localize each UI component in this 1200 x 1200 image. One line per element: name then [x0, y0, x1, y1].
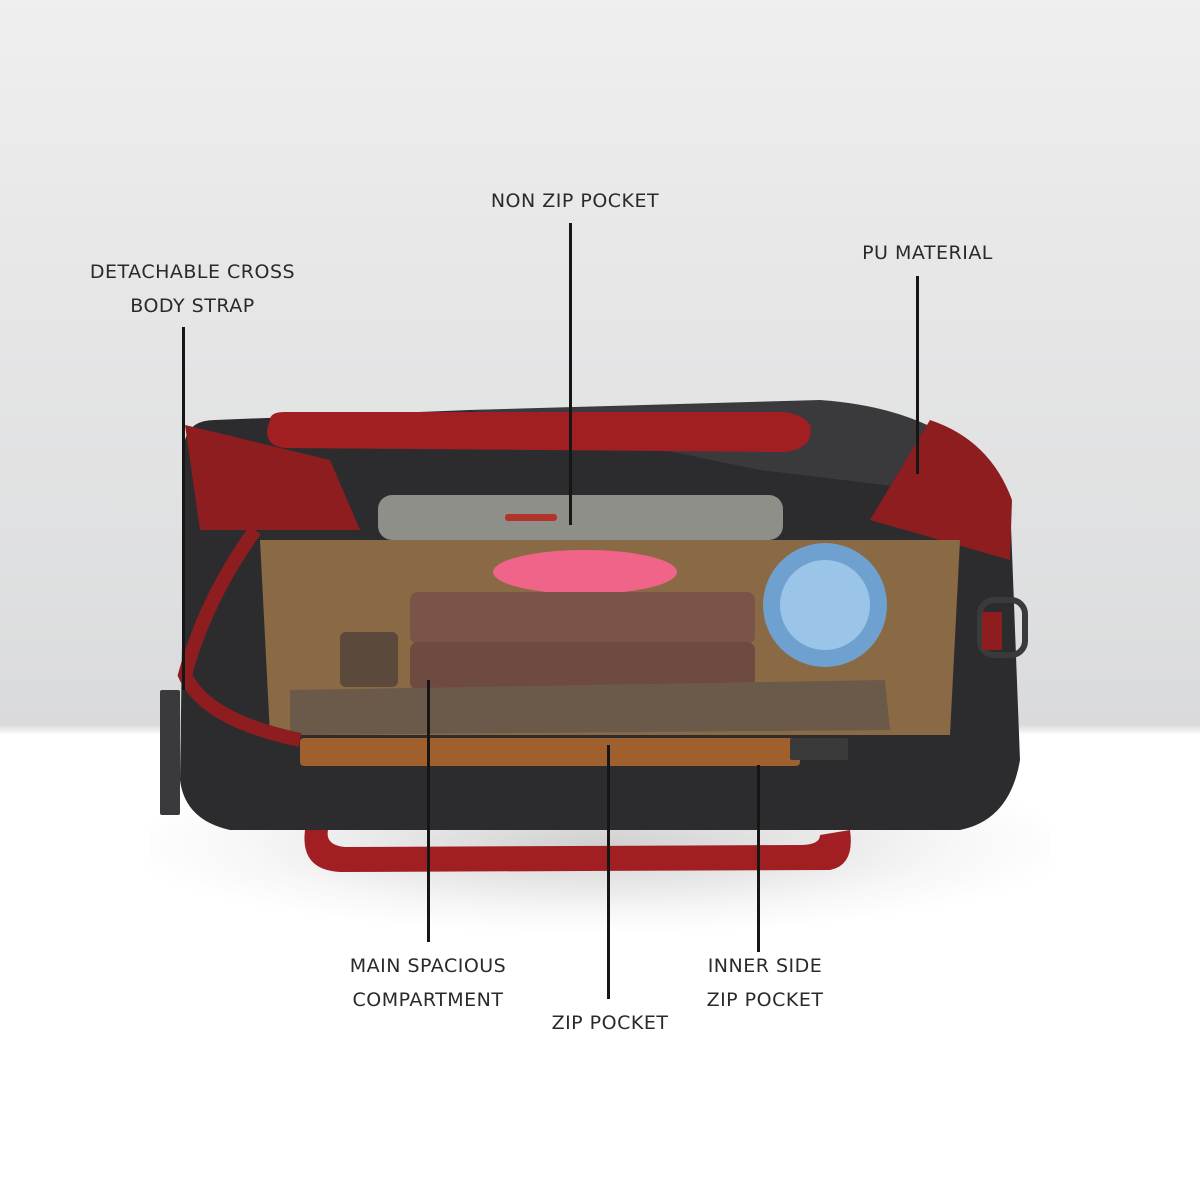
label-line: PU MATERIAL	[862, 242, 993, 264]
leader-line	[427, 680, 430, 942]
label-line: ZIP POCKET	[706, 989, 824, 1011]
label-line: DETACHABLE CROSS	[89, 261, 296, 283]
label-pu-material: PU MATERIAL	[800, 236, 1055, 270]
right-trim	[870, 420, 1012, 560]
bottle-cap-inner	[780, 560, 870, 650]
pouch-bottom	[410, 642, 755, 690]
label-line: ZIP POCKET	[551, 1012, 669, 1034]
zip-puller	[790, 738, 848, 760]
phone	[378, 495, 783, 540]
label-line: NON ZIP POCKET	[490, 190, 660, 212]
cork-board	[290, 680, 890, 735]
strap-ring-right	[977, 597, 1028, 658]
leader-line	[757, 765, 760, 952]
pink-tape	[493, 550, 677, 594]
zip-tag	[160, 690, 180, 815]
pouch-top	[410, 592, 755, 644]
label-non-zip-pocket: NON ZIP POCKET	[430, 184, 720, 218]
leader-line	[569, 223, 572, 525]
label-line: BODY STRAP	[130, 295, 255, 317]
label-inner-side-zip-pocket: INNER SIDE ZIP POCKET	[655, 949, 875, 1017]
leader-line	[182, 327, 185, 690]
label-zip-pocket: ZIP POCKET	[500, 1006, 720, 1040]
zip-pocket-strip	[300, 738, 800, 766]
phone-button	[505, 514, 557, 521]
strap-tab-right	[982, 612, 1002, 650]
bottom-handle	[304, 830, 851, 872]
left-zipper	[177, 525, 302, 747]
label-main-compartment: MAIN SPACIOUS COMPARTMENT	[300, 949, 556, 1017]
small-block	[340, 632, 398, 687]
left-trim	[185, 425, 360, 530]
leader-line	[916, 276, 919, 474]
label-detachable-strap: DETACHABLE CROSS BODY STRAP	[60, 255, 325, 323]
top-handle	[267, 411, 811, 452]
label-line: COMPARTMENT	[352, 989, 504, 1011]
label-line: MAIN SPACIOUS	[349, 955, 507, 977]
leader-line	[607, 745, 610, 999]
label-line: INNER SIDE	[707, 955, 823, 977]
